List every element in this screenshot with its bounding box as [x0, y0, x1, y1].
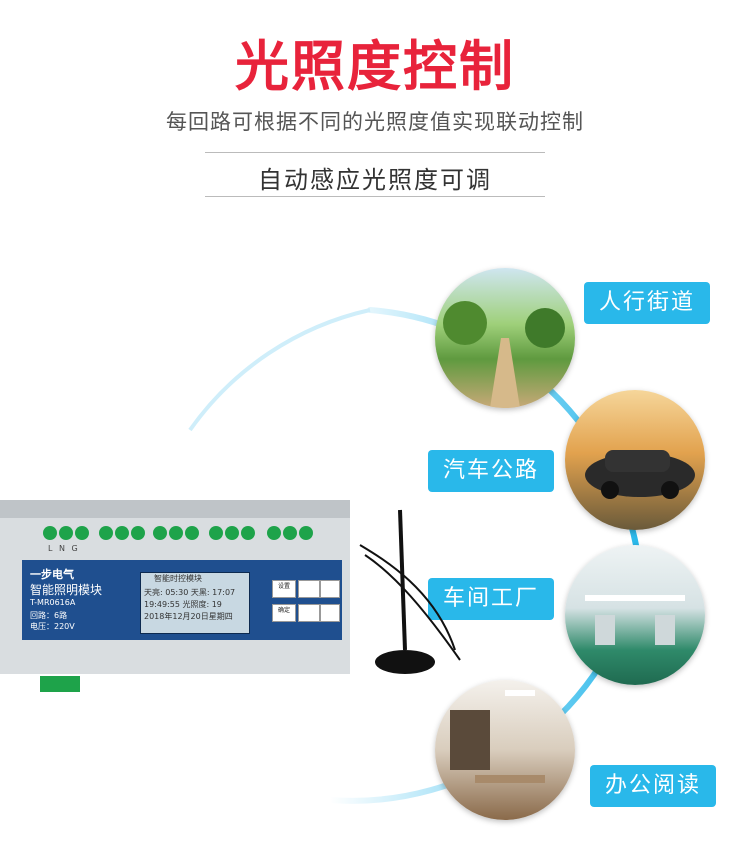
model-number: T-MR0616A — [30, 598, 76, 607]
brand-name: 一步电气 — [30, 568, 74, 581]
lcd-line-2: 19:49:55 光照度: 19 — [144, 600, 222, 609]
antenna-icon — [359, 509, 461, 674]
minus-button[interactable] — [320, 604, 340, 622]
terminal-labels: L N G — [48, 544, 80, 553]
confirm-button[interactable]: 确定 — [272, 604, 296, 622]
voltage-rating: 电压：220V — [30, 622, 75, 631]
office-photo — [435, 680, 575, 820]
car-photo — [565, 390, 705, 530]
divider-top — [205, 152, 545, 153]
tagline: 自动感应光照度可调 — [258, 166, 492, 194]
scene-label-road: 汽车公路 — [428, 450, 554, 492]
up-button[interactable] — [298, 580, 320, 598]
lcd-title: 智能时控模块 — [154, 574, 202, 583]
bottom-terminal — [40, 676, 80, 692]
factory-photo — [565, 545, 705, 685]
page-title: 光照度控制 — [235, 35, 515, 98]
scene-label-street: 人行街道 — [584, 282, 710, 324]
lcd-line-3: 2018年12月20日星期四 — [144, 612, 233, 621]
lcd-line-1: 天亮: 05:30 天黑: 17:07 — [144, 588, 236, 597]
divider-bottom — [205, 196, 545, 197]
product-name: 智能照明模块 — [30, 583, 103, 597]
plus-button[interactable] — [320, 580, 340, 598]
down-button[interactable] — [298, 604, 320, 622]
terminal-block — [43, 526, 313, 540]
street-photo — [435, 268, 575, 408]
module-top-rail — [0, 500, 350, 518]
loop-count: 回路：6路 — [30, 611, 68, 620]
page-subtitle: 每回路可根据不同的光照度值实现联动控制 — [166, 110, 584, 134]
lcd-display — [140, 572, 250, 634]
scene-label-office: 办公阅读 — [590, 765, 716, 807]
set-button[interactable]: 设置 — [272, 580, 296, 598]
scene-label-factory: 车间工厂 — [428, 578, 554, 620]
